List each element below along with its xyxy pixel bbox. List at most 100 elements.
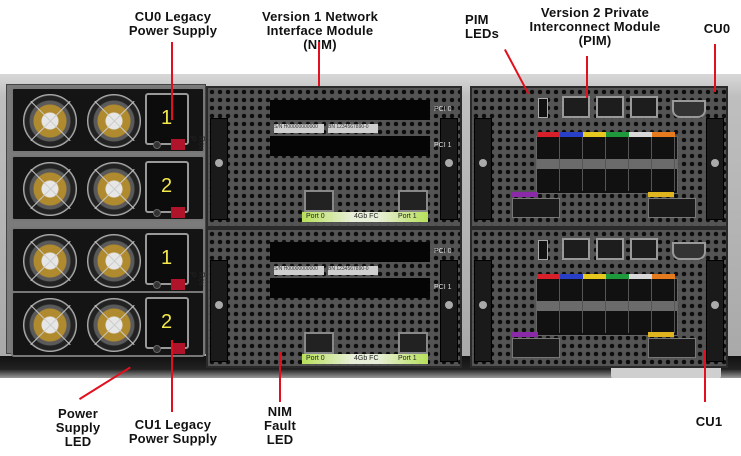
ext-port-right[interactable] (648, 338, 696, 358)
nim-right-ear[interactable] (440, 260, 458, 362)
ethernet-port-1[interactable] (562, 96, 590, 118)
nim-cu0: PCI 0 S/N H00000000000 BN 1234567890-0 P… (206, 86, 462, 228)
leader-cu1-psu (171, 340, 173, 412)
port-color-tag (652, 274, 675, 279)
port-color-tag (583, 274, 606, 279)
power-supply-cu1-1: 1 (11, 227, 205, 293)
port-color-tag (629, 132, 652, 137)
qsfp-port[interactable] (629, 274, 652, 333)
power-supply-bay: 1 2 1 2 Rev P Rev P (6, 84, 206, 357)
qsfp-port[interactable] (652, 274, 675, 333)
ext-port-tag (648, 332, 674, 337)
speed-label: 4Gb FC (354, 355, 379, 362)
pci-slot-0 (270, 100, 430, 120)
ext-port-left[interactable] (512, 338, 560, 358)
leader-pim (586, 56, 588, 98)
fc-port-0[interactable] (304, 332, 334, 354)
fc-port-0[interactable] (304, 190, 334, 212)
power-supply-latch[interactable] (171, 139, 185, 150)
power-supply-number: 1 (161, 247, 173, 269)
leader-nim (318, 42, 320, 86)
power-supply-led (153, 345, 161, 353)
ext-port-tag (648, 192, 674, 197)
power-supply-cu0-1: 1 (11, 87, 205, 153)
port-color-tag (583, 132, 606, 137)
fc-port-1[interactable] (398, 190, 428, 212)
ext-port-right[interactable] (648, 198, 696, 218)
power-supply-number: 2 (161, 175, 173, 197)
power-supply-number: 2 (161, 311, 173, 333)
ethernet-port-2[interactable] (596, 238, 624, 260)
power-supply-handle[interactable] (145, 161, 189, 213)
port-1-label: Port 1 (398, 355, 417, 362)
pim-left-ear[interactable] (474, 118, 492, 220)
usb-port[interactable] (538, 98, 548, 118)
leader-cu1 (704, 350, 706, 402)
label-v2-pim: Version 2 Private Interconnect Module (P… (529, 5, 661, 48)
port-strip: Port 0 4Gb FC Port 1 (302, 212, 428, 222)
pim-right-ear[interactable] (706, 118, 724, 220)
ext-port-tag (512, 332, 538, 337)
power-supply-latch[interactable] (171, 343, 185, 354)
power-supply-cu1-2: 2 (11, 291, 205, 357)
fan-icon (23, 298, 77, 352)
nim-left-ear[interactable] (210, 118, 228, 220)
power-supply-handle[interactable] (145, 93, 189, 145)
qsfp-port[interactable] (583, 132, 606, 191)
pim-right-ear[interactable] (706, 260, 724, 362)
screw-icon (215, 159, 223, 167)
rev-label-bottom: Rev P (188, 272, 206, 287)
label-pim-leds: PIM LEDs (465, 12, 500, 41)
screw-icon (215, 301, 223, 309)
leader-cu0-psu (171, 42, 173, 120)
label-nim-fault-led: NIM Fault LED (263, 404, 297, 447)
screw-icon (711, 301, 719, 309)
fan-icon (87, 94, 141, 148)
ethernet-port-3[interactable] (630, 96, 658, 118)
usb-port[interactable] (538, 240, 548, 260)
port-color-tag (537, 132, 560, 137)
qsfp-port[interactable] (606, 274, 629, 333)
pim-cu1 (470, 228, 728, 368)
port-color-tag (560, 274, 583, 279)
power-supply-latch[interactable] (171, 207, 185, 218)
qsfp-port[interactable] (629, 132, 652, 191)
ext-port-left[interactable] (512, 198, 560, 218)
fan-icon (23, 94, 77, 148)
qsfp-divider (537, 159, 677, 169)
port-color-tag (652, 132, 675, 137)
pci-slot-1-label: PCI 1 (434, 142, 452, 149)
nim-cu1: PCI 0 S/N H00000000000 BN 1234567890-0 P… (206, 228, 462, 368)
qsfp-port[interactable] (583, 274, 606, 333)
qsfp-port[interactable] (537, 132, 560, 191)
power-supply-handle[interactable] (145, 297, 189, 349)
power-supply-latch[interactable] (171, 279, 185, 290)
qsfp-port[interactable] (606, 132, 629, 191)
qsfp-port[interactable] (560, 274, 583, 333)
leader-cu0 (714, 44, 716, 92)
fan-icon (87, 234, 141, 288)
pci-slot-0 (270, 242, 430, 262)
power-supply-handle[interactable] (145, 233, 189, 285)
ethernet-port-3[interactable] (630, 238, 658, 260)
ethernet-port-2[interactable] (596, 96, 624, 118)
nim-right-ear[interactable] (440, 118, 458, 220)
screw-icon (479, 159, 487, 167)
qsfp-port[interactable] (652, 132, 675, 191)
serial-port[interactable] (672, 100, 706, 118)
fan-icon (87, 162, 141, 216)
nim-left-ear[interactable] (210, 260, 228, 362)
qsfp-divider (537, 301, 677, 311)
port-1-label: Port 1 (398, 213, 417, 220)
pci-slot-0-label: PCI 0 (434, 248, 452, 255)
qsfp-port[interactable] (537, 274, 560, 333)
pci-slot-1 (270, 136, 430, 156)
fan-icon (23, 162, 77, 216)
ethernet-port-1[interactable] (562, 238, 590, 260)
qsfp-port[interactable] (560, 132, 583, 191)
barcode-left: S/N H00000000000 (274, 266, 324, 275)
pim-left-ear[interactable] (474, 260, 492, 362)
serial-port[interactable] (672, 242, 706, 260)
fc-port-1[interactable] (398, 332, 428, 354)
barcode-right: BN 1234567890-0 (328, 124, 378, 133)
